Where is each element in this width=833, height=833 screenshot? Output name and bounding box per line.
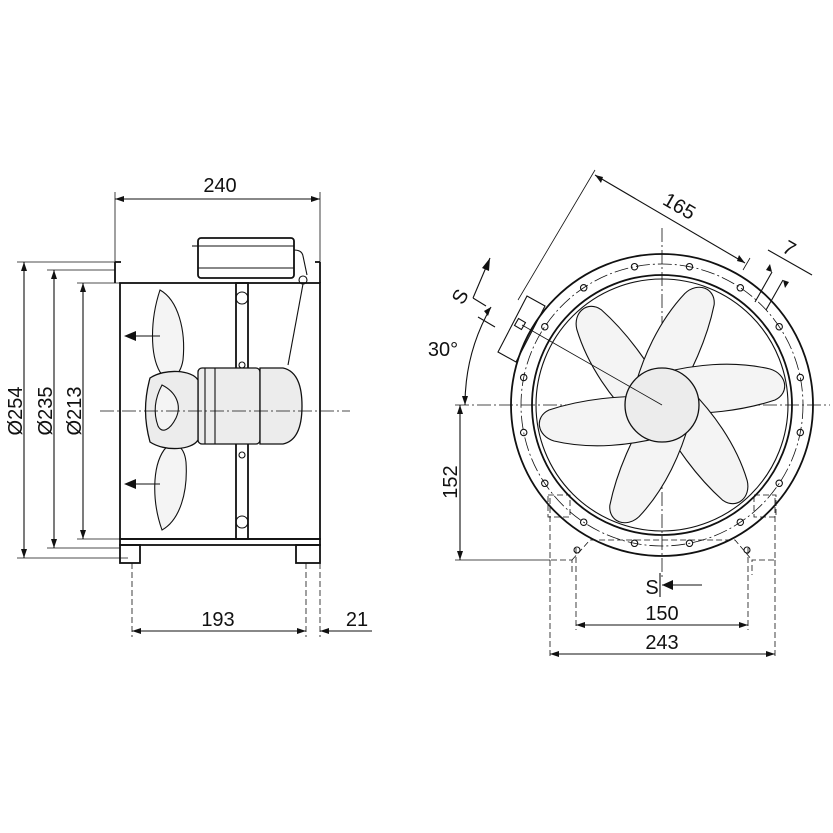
dim-angle: 30° xyxy=(428,306,492,406)
dim-foot-spacing-label: 193 xyxy=(201,609,234,631)
flange-hole xyxy=(630,262,639,271)
flange-hole xyxy=(519,373,528,382)
flange-hole xyxy=(736,518,745,526)
dim-dia-mid-label: Ø235 xyxy=(35,387,57,436)
flange-hole xyxy=(541,479,549,488)
flange-hole xyxy=(579,518,588,526)
motor xyxy=(197,367,303,445)
dim-foot-spacing: 193 xyxy=(132,609,306,634)
airflow-arrow-lower xyxy=(124,479,160,489)
flange-hole xyxy=(541,322,549,331)
flange-hole xyxy=(796,373,805,382)
flange-hole xyxy=(519,428,528,437)
terminal-box xyxy=(192,237,308,366)
dim-dia-outer-label: Ø254 xyxy=(5,387,27,436)
section-mark-upper: S xyxy=(448,257,496,328)
flange-holes xyxy=(519,262,805,548)
dim-foot-holes: 150 xyxy=(576,603,748,628)
dim-length-label: 240 xyxy=(203,175,236,197)
section-mark-lower: S xyxy=(645,573,702,599)
section-mark-lower-label: S xyxy=(645,577,658,599)
dim-center-height-label: 152 xyxy=(440,465,462,498)
dim-dia-inner-label: Ø213 xyxy=(64,387,86,436)
section-mark-upper-label: S xyxy=(448,286,474,309)
dim-terminal-offset-label: 165 xyxy=(659,189,699,225)
dim-diameters: Ø254 Ø235 Ø213 xyxy=(5,261,128,559)
flange-hole xyxy=(685,262,694,271)
dim-foot-width-label: 21 xyxy=(346,609,368,631)
dim-foot-overall-label: 243 xyxy=(645,632,678,654)
terminal-box-front xyxy=(497,295,546,363)
flange-hole xyxy=(796,428,805,437)
dim-foot-width: 21 xyxy=(320,609,372,634)
impeller-side xyxy=(144,289,199,531)
dim-foot-overall: 243 xyxy=(550,632,775,657)
dim-center-height: 152 xyxy=(440,405,550,561)
flange-hole xyxy=(775,322,783,331)
dim-hole: 7 xyxy=(754,236,813,311)
dim-length: 240 xyxy=(114,175,321,262)
feet-side xyxy=(119,544,321,637)
flange-hole xyxy=(736,284,745,292)
side-view: 240 Ø254 Ø235 Ø213 xyxy=(5,175,372,637)
airflow-arrow-upper xyxy=(124,331,160,341)
flange-hole xyxy=(579,284,588,292)
dim-foot-holes-label: 150 xyxy=(645,603,678,625)
front-view: 165 7 30° S xyxy=(428,169,830,658)
flange-hole xyxy=(630,539,639,548)
dim-angle-label: 30° xyxy=(428,339,458,361)
flange-hole xyxy=(775,479,783,488)
casing-rings xyxy=(510,253,814,557)
feet-front xyxy=(547,494,777,658)
